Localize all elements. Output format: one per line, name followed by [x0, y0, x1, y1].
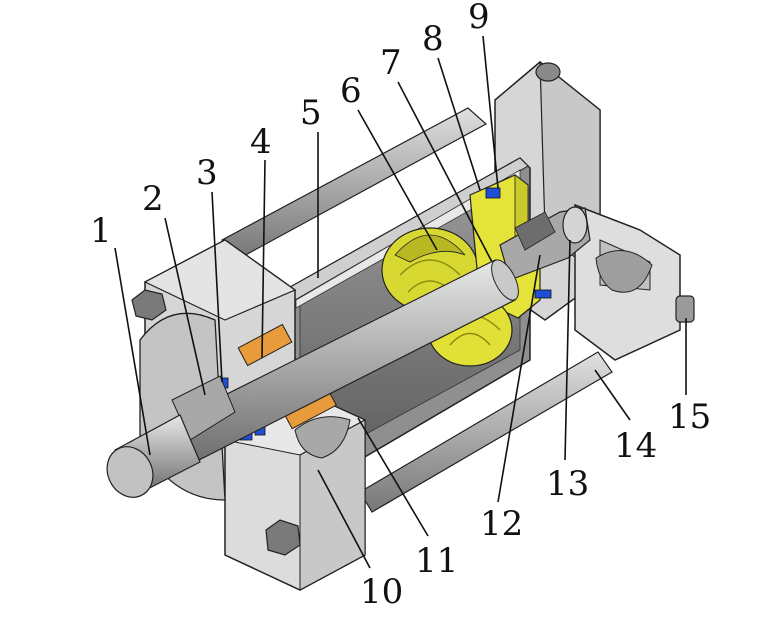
callout-13: 13: [546, 239, 589, 504]
callout-10-label: 10: [360, 572, 403, 612]
callout-15: 15: [668, 318, 711, 437]
callout-6: 6: [340, 71, 438, 251]
callout-1-label: 1: [90, 211, 112, 251]
callout-11: 11: [357, 417, 458, 581]
callout-13-label: 13: [546, 464, 589, 504]
tie-rod-lower-front: [359, 351, 613, 513]
callout-4: 4: [250, 122, 272, 359]
callout-14: 14: [594, 369, 657, 466]
callout-3-label: 3: [196, 153, 218, 193]
rear-nut-right: [675, 295, 695, 323]
callout-9-label: 9: [468, 0, 490, 37]
front-nut-lower: [265, 519, 301, 556]
callout-5: 5: [300, 93, 322, 278]
callout-5-label: 5: [300, 93, 322, 133]
callout-1: 1: [90, 211, 151, 456]
callout-3: 3: [196, 153, 223, 383]
callout-12: 12: [480, 254, 541, 544]
callout-2: 2: [142, 179, 206, 396]
callout-4-label: 4: [250, 122, 272, 162]
front-nut-upper: [131, 289, 167, 321]
callout-12-label: 12: [480, 504, 523, 544]
piston-rod-nut: [499, 206, 591, 281]
callout-10: 10: [317, 469, 403, 612]
callouts: 1 2 3 4 5 6 7 8: [90, 0, 711, 612]
callout-8: 8: [422, 19, 481, 191]
callout-9: 9: [468, 0, 499, 189]
rear-nut-top: [535, 62, 561, 82]
callout-8-label: 8: [422, 19, 444, 59]
callout-6-label: 6: [340, 71, 362, 111]
callout-14-label: 14: [614, 426, 657, 466]
callout-2-label: 2: [142, 179, 164, 219]
callout-7-label: 7: [380, 43, 402, 83]
callout-11-label: 11: [415, 541, 458, 581]
piston-rod: [106, 259, 519, 498]
callout-15-label: 15: [668, 397, 711, 437]
callout-7: 7: [380, 43, 493, 263]
